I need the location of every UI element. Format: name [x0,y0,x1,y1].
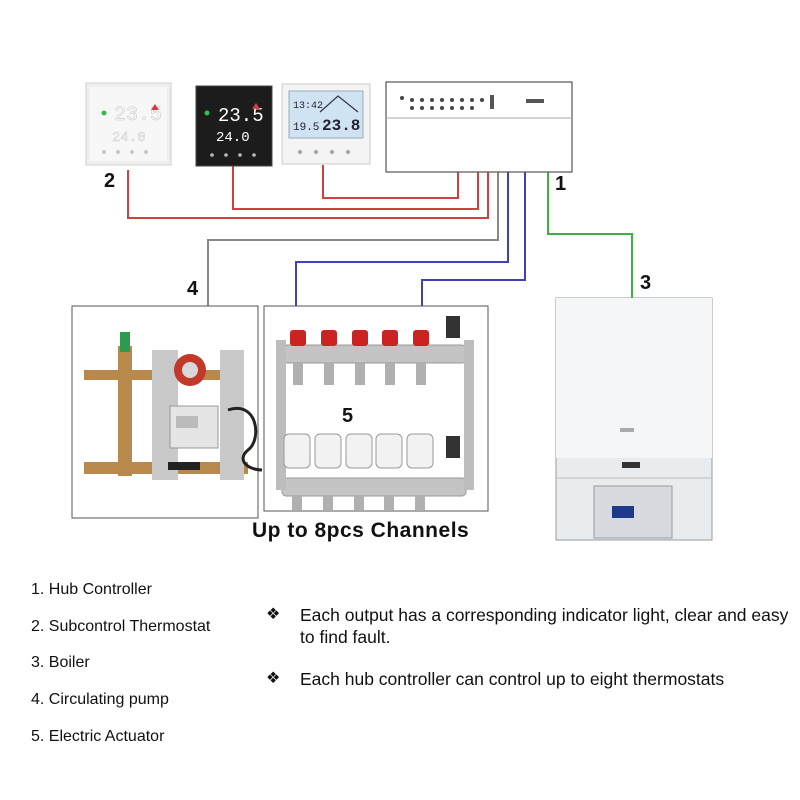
feature-note-text: Each hub controller can control up to ei… [300,669,725,689]
callout-actuator: 5 [342,405,354,427]
legend-item: 5. Electric Actuator [31,727,165,745]
callout-hub: 1 [555,173,567,195]
green-wire [547,172,633,300]
thermostat-set-readout: 24.0 [216,130,250,146]
legend-item: 1. Hub Controller [31,581,152,598]
manifold [263,305,489,512]
legend-item: 4. Circulating pump [31,691,169,709]
callout-pump: 4 [187,278,199,300]
thermostat-lcd: 13:42 19.5 23.8 [281,83,371,165]
diamond-bullet-icon: ❖ [266,606,281,623]
callout-thermostat: 2 [104,170,116,192]
channels-caption: Up to 8pcs Channels [252,519,470,542]
thermostat-white: 23.5 24.0 [85,82,172,166]
legend-item: 2. Subcontrol Thermostat [31,617,211,635]
thermostat-temp-readout: 23.8 [322,117,360,135]
thermostat-temp-readout: 23.5 [114,104,162,127]
hub-controller [385,81,573,173]
feature-notes: ❖ Each output has a corresponding indica… [266,604,796,710]
component-legend: 1. Hub Controller 2. Subcontrol Thermost… [31,578,210,761]
red-wires [127,165,489,219]
thermostat-temp-readout: 23.5 [218,105,264,127]
feature-note-text: Each output has a corresponding indicato… [300,605,789,647]
thermostat-set-readout: 24.0 [112,130,146,146]
diamond-bullet-icon: ❖ [266,670,281,687]
thermostat-set-readout: 19.5 [293,122,319,134]
gray-wire [207,172,499,322]
callout-boiler: 3 [640,272,652,294]
circulating-pump-group [71,305,263,519]
legend-item: 3. Boiler [31,654,90,672]
boiler [555,297,713,541]
feature-note: ❖ Each output has a corresponding indica… [266,604,796,648]
feature-note: ❖ Each hub controller can control up to … [266,668,796,690]
thermostat-time-readout: 13:42 [293,101,323,112]
thermostat-black: 23.5 24.0 [195,85,273,167]
